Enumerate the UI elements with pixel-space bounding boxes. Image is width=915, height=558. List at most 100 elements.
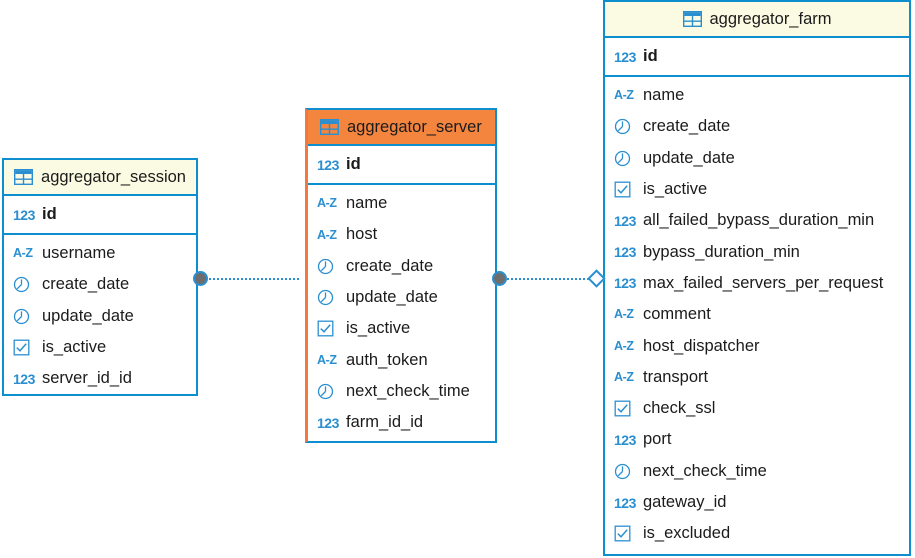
primary-key-section: 123 id bbox=[308, 146, 495, 185]
field-row[interactable]: 123 server_id_id bbox=[4, 363, 196, 394]
number-123-icon: 123 bbox=[614, 244, 636, 261]
primary-key-section: 123 id bbox=[4, 196, 196, 235]
field-name: next_check_time bbox=[346, 381, 470, 400]
clock-icon bbox=[317, 256, 339, 276]
field-list: A-Z name create_date update_date is_active 12… bbox=[605, 77, 909, 549]
table-header-aggregator_server[interactable]: aggregator_server bbox=[308, 110, 495, 146]
relationship-line bbox=[503, 278, 597, 280]
field-row[interactable]: A-Z name bbox=[605, 80, 909, 111]
field-name: bypass_duration_min bbox=[643, 242, 800, 261]
field-name: auth_token bbox=[346, 350, 428, 369]
checkbox-icon bbox=[614, 180, 636, 200]
field-row[interactable]: 123 gateway_id bbox=[605, 487, 909, 518]
number-123-icon: 123 bbox=[614, 275, 636, 292]
field-row[interactable]: is_excluded bbox=[605, 518, 909, 549]
field-name: transport bbox=[643, 367, 709, 386]
field-row[interactable]: check_ssl bbox=[605, 393, 909, 424]
table-grid-icon bbox=[14, 168, 34, 186]
field-name: update_date bbox=[643, 148, 735, 167]
alpha-az-icon: A-Z bbox=[13, 246, 33, 261]
relationship-endpoint-circle bbox=[492, 270, 507, 286]
alpha-az-icon: A-Z bbox=[614, 88, 634, 103]
field-name: check_ssl bbox=[643, 399, 716, 418]
field-row[interactable]: update_date bbox=[605, 143, 909, 174]
table-header-aggregator_session[interactable]: aggregator_session bbox=[4, 160, 196, 196]
field-name: id bbox=[346, 155, 361, 173]
clock-icon bbox=[614, 148, 636, 168]
alpha-az-icon: A-Z bbox=[614, 370, 634, 385]
field-name: gateway_id bbox=[643, 493, 727, 511]
checkbox-icon bbox=[614, 399, 636, 419]
table-name: aggregator_session bbox=[41, 167, 186, 186]
number-123-icon: 123 bbox=[13, 206, 35, 223]
alpha-az-icon: A-Z bbox=[317, 227, 337, 242]
field-name: is_active bbox=[42, 338, 107, 357]
number-123-icon: 123 bbox=[614, 494, 636, 511]
field-row[interactable]: create_date bbox=[4, 269, 196, 300]
number-123-icon: 123 bbox=[13, 370, 35, 387]
field-name: create_date bbox=[42, 275, 130, 294]
relationship-session-to-server[interactable] bbox=[193, 268, 305, 288]
field-row[interactable]: next_check_time bbox=[605, 456, 909, 487]
field-row[interactable]: is_active bbox=[4, 332, 196, 363]
table-name: aggregator_farm bbox=[709, 9, 832, 28]
field-name: is_active bbox=[643, 180, 708, 199]
field-name: create_date bbox=[643, 117, 731, 136]
field-name: is_active bbox=[346, 319, 411, 338]
field-name: host bbox=[346, 225, 378, 244]
field-name: comment bbox=[643, 305, 711, 324]
table-header-aggregator_farm[interactable]: aggregator_farm bbox=[605, 2, 909, 38]
field-name: update_date bbox=[346, 288, 438, 307]
relationship-server-to-farm[interactable] bbox=[492, 268, 606, 288]
field-row[interactable]: 123 port bbox=[605, 424, 909, 455]
relationship-endpoint-circle bbox=[193, 270, 208, 286]
field-row[interactable]: A-Z transport bbox=[605, 362, 909, 393]
field-row[interactable]: 123 bypass_duration_min bbox=[605, 236, 909, 267]
field-name: name bbox=[346, 194, 388, 213]
field-row[interactable]: create_date bbox=[308, 251, 495, 282]
field-name: max_failed_servers_per_request bbox=[643, 273, 884, 292]
checkbox-icon bbox=[317, 319, 339, 339]
field-name: port bbox=[643, 430, 672, 449]
primary-key-row[interactable]: 123 id bbox=[308, 146, 495, 183]
number-123-icon: 123 bbox=[614, 431, 636, 448]
field-name: farm_id_id bbox=[346, 413, 424, 432]
field-row[interactable]: 123 max_failed_servers_per_request bbox=[605, 268, 909, 299]
alpha-az-icon: A-Z bbox=[614, 307, 634, 322]
field-row[interactable]: create_date bbox=[605, 111, 909, 142]
field-row[interactable]: update_date bbox=[308, 282, 495, 313]
field-name: id bbox=[42, 205, 57, 223]
field-name: name bbox=[643, 86, 685, 105]
number-123-icon: 123 bbox=[317, 156, 339, 173]
field-row[interactable]: update_date bbox=[4, 301, 196, 332]
clock-icon bbox=[317, 381, 339, 401]
field-name: is_excluded bbox=[643, 524, 731, 543]
field-name: server_id_id bbox=[42, 369, 132, 388]
field-name: id bbox=[643, 47, 658, 65]
field-row[interactable]: is_active bbox=[308, 313, 495, 344]
clock-icon bbox=[614, 117, 636, 137]
table-name: aggregator_server bbox=[347, 117, 482, 136]
relationship-line bbox=[204, 278, 299, 280]
field-row[interactable]: is_active bbox=[605, 174, 909, 205]
field-name: update_date bbox=[42, 306, 134, 325]
primary-key-row[interactable]: 123 id bbox=[4, 196, 196, 233]
relationship-endpoint-diamond bbox=[587, 268, 606, 288]
field-row[interactable]: next_check_time bbox=[308, 376, 495, 407]
field-row[interactable]: A-Z comment bbox=[605, 299, 909, 330]
alpha-az-icon: A-Z bbox=[614, 338, 634, 353]
field-row[interactable]: A-Z host bbox=[308, 219, 495, 250]
